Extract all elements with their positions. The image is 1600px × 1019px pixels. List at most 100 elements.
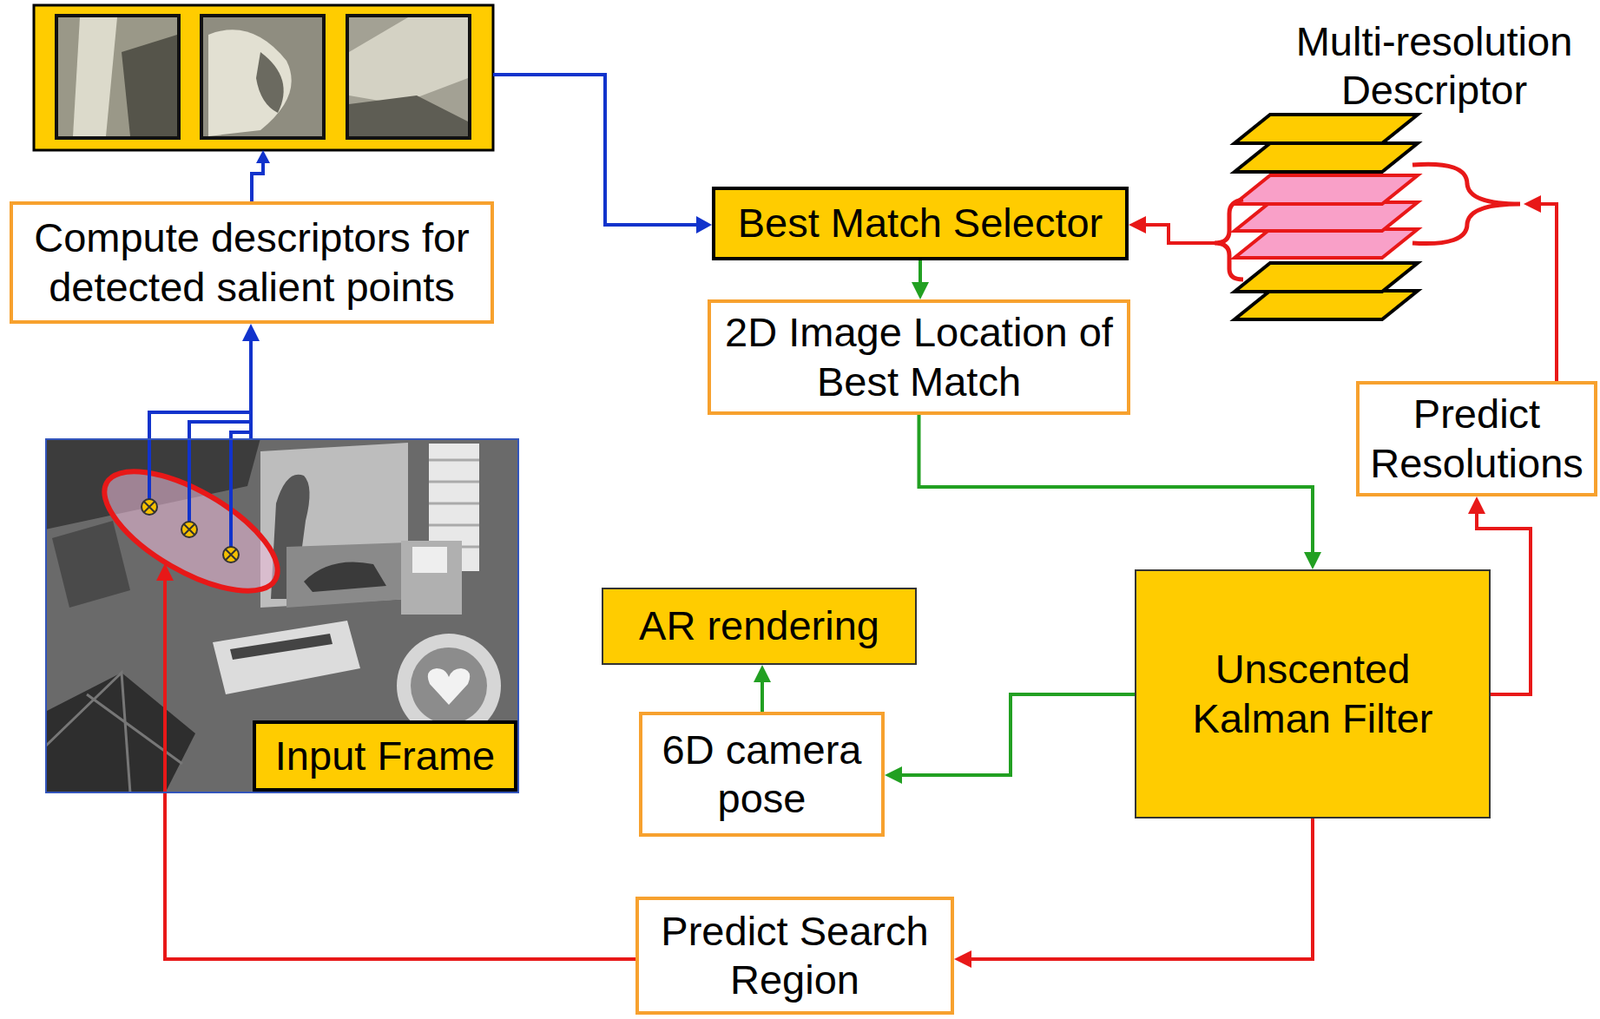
arrowhead [1303, 552, 1322, 570]
filter-box: Unscented Kalman Filter [1134, 569, 1491, 819]
salient-point-wire [141, 412, 252, 563]
photo [45, 438, 520, 794]
descriptor-strip [56, 15, 179, 139]
photo [45, 438, 520, 794]
salient-point-wire [141, 499, 158, 515]
node-label: Compute descriptors for detected salient… [23, 213, 481, 312]
photo [428, 460, 480, 547]
process-box: Compute descriptors for detected salient… [9, 201, 494, 324]
descriptor-plates [1234, 263, 1418, 292]
arrowhead [156, 563, 174, 581]
photo [412, 546, 448, 573]
selector-box: Best Match Selector [711, 186, 1129, 261]
descriptor-strip [33, 5, 494, 151]
photo [230, 633, 333, 660]
salient-point-wire [149, 412, 252, 547]
output-box: 2D Image Location of Best Match [707, 299, 1131, 415]
descriptor-strip [121, 34, 178, 137]
descriptor-plates [1234, 114, 1418, 320]
connector [884, 694, 1135, 784]
arrowhead [911, 282, 929, 300]
connector-line [919, 414, 1314, 553]
connector-line [760, 682, 764, 712]
blue-wire [256, 150, 270, 164]
arrowhead [884, 766, 903, 784]
connector [1128, 216, 1215, 244]
descriptor-stack: Multi-resolution Descriptor [1211, 17, 1594, 339]
node-label: Predict Search Region [649, 907, 941, 1006]
connector [242, 323, 260, 439]
salient-point-wire [181, 521, 198, 538]
descriptor-strip [347, 15, 470, 139]
node-label: Input Frame [252, 720, 518, 792]
connector [753, 665, 771, 712]
node-label: AR rendering [638, 601, 880, 651]
descriptor-strip [208, 29, 292, 137]
arrowhead [242, 323, 260, 342]
arrowhead [753, 665, 771, 683]
descriptor-plates [1234, 202, 1418, 231]
connector [1523, 195, 1557, 382]
salient-point-wire [225, 549, 237, 560]
node-label: Predict Resolutions [1364, 389, 1589, 488]
salient-point-wire [184, 524, 195, 535]
connector-line [164, 580, 636, 960]
connector-line [918, 260, 922, 283]
connector-line [249, 341, 253, 439]
node-label: 6D camera pose [647, 725, 876, 824]
process-box: Predict Resolutions [1356, 381, 1598, 497]
descriptor-plates [1234, 229, 1418, 258]
brace [1214, 199, 1244, 280]
salient-point-wire [223, 546, 239, 563]
node-label: Multi-resolution Descriptor [1273, 17, 1595, 116]
descriptor-plates [1234, 114, 1418, 144]
photo [212, 620, 361, 695]
connector-line [1145, 224, 1215, 244]
output-box: AR rendering [601, 587, 917, 666]
descriptor-strip [33, 5, 494, 151]
connector-line [971, 818, 1313, 960]
descriptor-strip [256, 52, 284, 113]
connector [954, 818, 1313, 968]
output-box: 6D camera pose [638, 711, 885, 837]
photo [45, 672, 183, 794]
connector [156, 563, 636, 960]
arrowhead [1128, 216, 1146, 234]
photo [45, 672, 196, 794]
arrowhead [1523, 195, 1541, 213]
node-label: 2D Image Location of Best Match [721, 308, 1117, 407]
arrowhead [954, 950, 972, 968]
arrowhead [1468, 496, 1486, 514]
descriptor-strip [348, 17, 468, 105]
photo [303, 562, 387, 593]
salient-point-wire [144, 501, 155, 513]
connector [911, 260, 929, 300]
photo [410, 647, 488, 725]
connector-line [1540, 204, 1557, 382]
blue-wire [251, 161, 264, 202]
descriptor-plates [1234, 175, 1418, 205]
photo [52, 520, 131, 608]
descriptor-strip [348, 95, 468, 137]
connector [919, 414, 1323, 570]
input-frame: Input Frame [45, 438, 520, 794]
brace [1412, 164, 1521, 244]
descriptor-plates [1234, 143, 1418, 172]
descriptor-strip [72, 17, 118, 137]
photo [427, 668, 470, 705]
node-label: Unscented Kalman Filter [1153, 645, 1472, 744]
descriptor-strip [201, 15, 324, 139]
blue-wire [493, 74, 697, 225]
photo [260, 442, 409, 608]
node-label: Best Match Selector [737, 198, 1104, 248]
connector-line [902, 694, 1135, 776]
descriptor-plates [1234, 290, 1418, 320]
blue-wire [696, 216, 712, 234]
photo [286, 542, 409, 608]
photo [401, 540, 462, 615]
process-box: Predict Search Region [635, 896, 955, 1015]
brace [1214, 164, 1521, 280]
